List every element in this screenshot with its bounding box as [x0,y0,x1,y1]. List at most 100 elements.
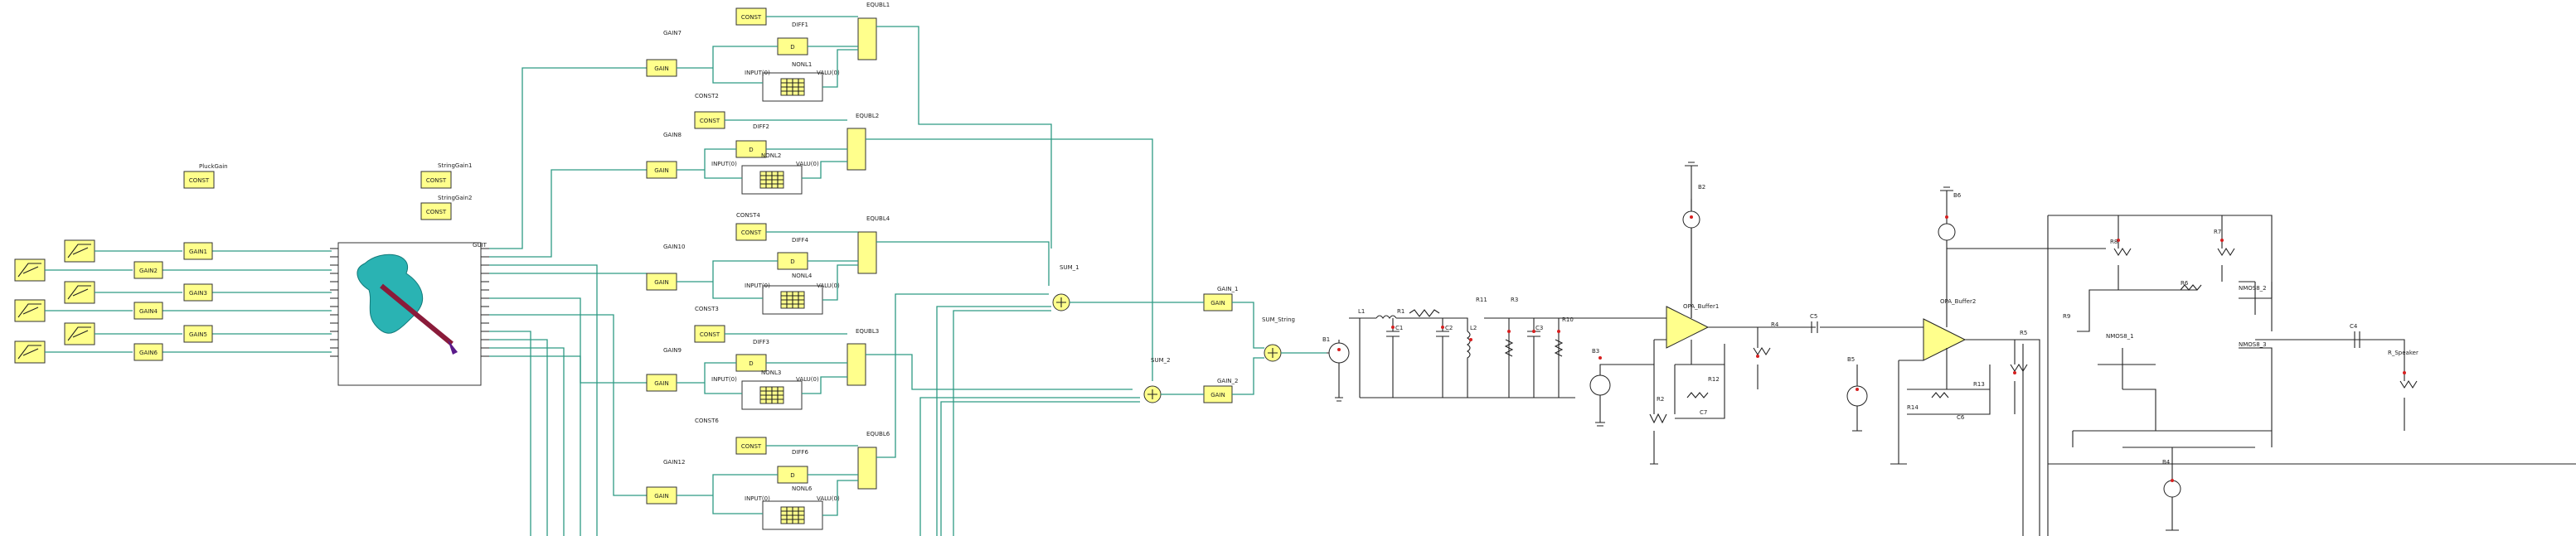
component-label: R11 [1476,297,1487,303]
branch-equbl-label: EQUBL4 [866,215,890,222]
branch-3: GAIN GAIN9 CONST CONST3 DIFF3 D NONL3 IN… [646,306,1133,410]
branch-const-block-text: CONST [741,229,762,236]
branch-gain-label: GAIN10 [663,244,685,250]
left-wires [45,250,332,353]
component-label: C2 [1445,325,1453,331]
guitar-head-icon [448,340,458,355]
branch-lut-block[interactable] [741,165,803,195]
branch-input-label: INPUT(0) [745,70,770,76]
branch-nonlin-label: NONL3 [761,369,781,376]
component-label: R12 [1708,376,1720,383]
nmos2-label: NMOS8_2 [2239,285,2267,292]
branch-equbl-block[interactable] [857,231,877,274]
branch-1: GAIN GAIN8 CONST CONST2 DIFF2 D NONL2 IN… [646,93,1153,381]
branch-nonlin-label: NONL2 [761,152,781,159]
branch-equbl-label: EQUBL3 [856,328,879,335]
source-block[interactable] [14,258,46,282]
component-label: C1 [1395,325,1403,331]
branch-4: GAIN GAIN12 CONST CONST6 DIFF6 D NONL6 I… [646,293,1049,530]
branch-equbl-block[interactable] [847,343,866,386]
branch-gain-label: GAIN7 [663,30,682,36]
component-label: L1 [1358,308,1365,315]
component-label: R9 [2063,313,2070,320]
gain-label: GAIN6 [139,350,158,356]
component-labels: L1 R1 C1 C2 L2 R11 R3 C3 R10 B1 B2 B3 B4… [1322,184,2358,466]
left-gain-blocks: GAIN2 GAIN4 GAIN6 GAIN1 GAIN3 GAIN5 [133,242,213,361]
guitar-block-label: GUIT [473,242,488,249]
component-label: R7 [2214,229,2221,235]
gain-block[interactable]: GAIN1 [183,242,213,260]
component-label: R4 [1771,321,1779,328]
const-block-stringgain2[interactable]: StringGain2 CONST [420,195,472,220]
branch-const-label: CONST2 [695,93,719,99]
guitar-pins [330,248,489,357]
branch-const-block-text: CONST [700,118,720,124]
branch-const-block-text: CONST [741,14,762,21]
branch-equbl-block[interactable] [857,17,877,60]
branch-equbl-label: EQUBL2 [856,113,879,119]
sum-feed-wires [919,306,1140,536]
source-block[interactable] [64,281,95,304]
branch-nonlin-label: NONL1 [792,61,812,68]
source-block[interactable] [64,239,95,263]
branch-gain-block-text: GAIN [654,380,669,387]
branch-lut-block[interactable] [741,380,803,410]
gain-label: GAIN5 [189,331,207,338]
branch-nonlin-label: NONL4 [792,273,813,279]
branch-equbl-block[interactable] [847,128,866,171]
component-label: C4 [2350,323,2358,330]
const-label: CONST [426,177,447,184]
branch-d-text: D [749,147,753,153]
sum-junction-2[interactable]: SUM_2 [1143,357,1171,403]
branch-equbl-block[interactable] [857,447,877,490]
guitar-to-branch-wires [489,67,647,536]
const-label: CONST [426,209,447,215]
sum-junction-string[interactable]: SUM_String [1262,316,1295,362]
branch-d-text: D [790,44,794,51]
source-block[interactable] [14,340,46,364]
const-block-pluckgain[interactable]: PluckGain CONST [183,163,228,189]
branch-diff-label: DIFF4 [792,237,809,244]
gain-block[interactable]: GAIN6 [133,343,163,361]
source-blocks [14,239,95,364]
branch-gain-label: GAIN8 [663,132,682,138]
branch-diff-label: DIFF3 [753,339,769,345]
branch-diff-label: DIFF6 [792,449,809,456]
nmos1-label: NMOS8_1 [2106,333,2134,340]
gain-block[interactable]: GAIN5 [183,325,213,343]
gain-1-label: GAIN_1 [1217,286,1238,292]
component-label: B1 [1322,336,1330,343]
branch-gain-block-text: GAIN [654,493,669,500]
guitar-block[interactable]: GUIT [337,242,488,386]
gain-block[interactable]: GAIN2 [133,261,163,279]
component-label: R2 [1657,396,1664,403]
component-label: B5 [1847,356,1855,363]
branch-const-block-text: CONST [741,443,762,450]
component-label: R10 [1562,316,1574,323]
gain-2-block[interactable]: GAIN GAIN_2 [1203,378,1238,403]
branch-input-label: INPUT(0) [711,161,737,167]
gain-block[interactable]: GAIN4 [133,302,163,320]
component-label: C5 [1810,313,1817,320]
branch-equbl-label: EQUBL1 [866,2,890,8]
branch-const-label: CONST4 [736,212,760,219]
branch-valu-label: VALU(0) [817,282,840,289]
component-label: B6 [1953,192,1962,199]
source-block[interactable] [14,299,46,322]
branch-equbl-label: EQUBL6 [866,431,890,437]
branch-gain-block-text: GAIN [654,65,669,72]
const-label: CONST [189,177,210,184]
component-label: R3 [1511,297,1518,303]
gain-block[interactable]: GAIN3 [183,283,213,302]
branch-const-label: CONST3 [695,306,719,312]
gain-1-block[interactable]: GAIN GAIN_1 [1203,286,1238,311]
guitar-neck-icon [380,283,454,346]
source-block[interactable] [64,322,95,345]
component-label: B2 [1698,184,1705,191]
sum-output-wires [1070,302,1327,395]
component-label: R5 [2020,330,2027,336]
const-block-stringgain1[interactable]: StringGain1 CONST [420,162,472,189]
sum-junction-1[interactable]: SUM_1 [1052,264,1079,311]
branch-input-label: INPUT(0) [745,282,770,289]
